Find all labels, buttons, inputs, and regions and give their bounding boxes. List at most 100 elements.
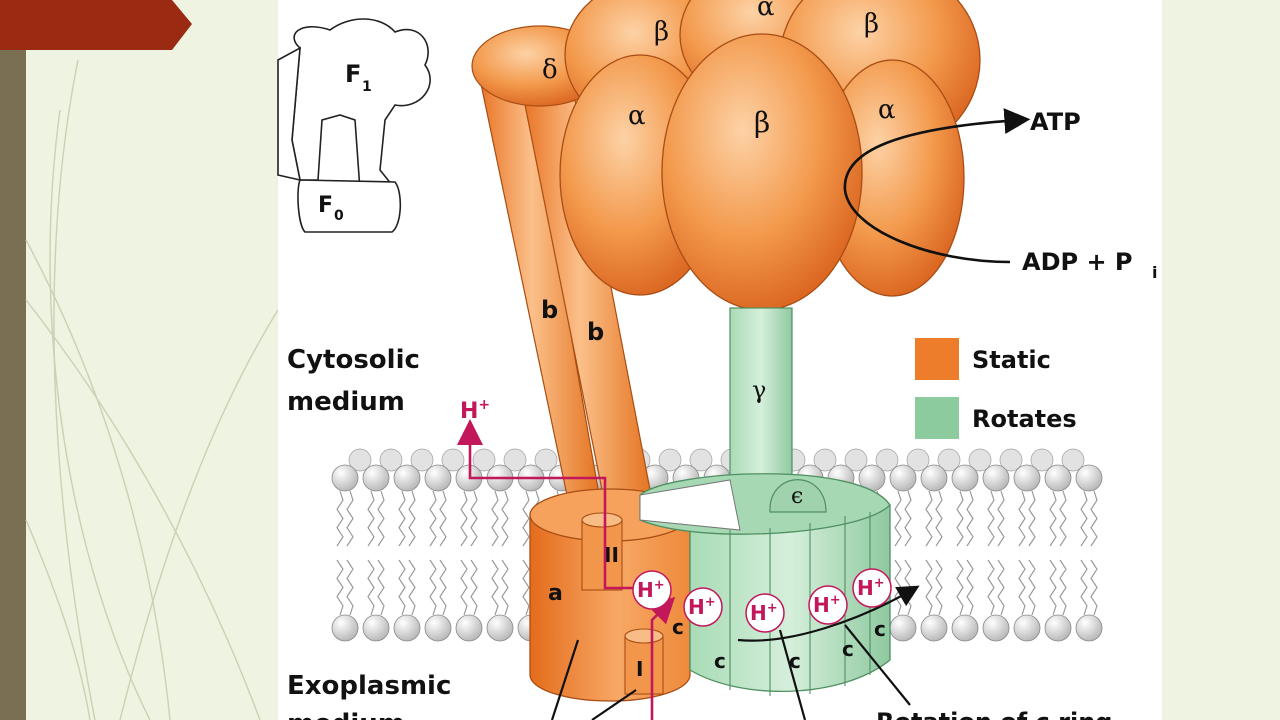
lipid-tail xyxy=(346,559,354,616)
inset-f1-f0-outline xyxy=(277,18,431,233)
h-label-5: H+ xyxy=(857,576,885,600)
lipid-head-back xyxy=(534,448,558,472)
lipid-tail xyxy=(925,490,933,547)
h-label-1: H+ xyxy=(637,578,665,602)
atp-label: ATP xyxy=(1030,108,1081,136)
rotation-arrow xyxy=(737,585,920,642)
lipid-head xyxy=(982,614,1010,642)
h-label-2: H+ xyxy=(688,595,716,619)
lipid-tail xyxy=(1018,559,1026,616)
legend-swatch-static xyxy=(915,338,959,380)
lipid-tail xyxy=(439,559,447,616)
lipid-head xyxy=(331,614,359,642)
channel-1-label: I xyxy=(636,657,643,681)
lipid-tail xyxy=(1049,559,1057,616)
lipid-tail xyxy=(956,490,964,547)
c-label-5: c xyxy=(874,617,886,641)
lipid-head xyxy=(1044,614,1072,642)
c-ring xyxy=(639,473,891,696)
f1-label: F xyxy=(345,60,361,88)
delta-label: δ xyxy=(542,55,558,85)
f1-head xyxy=(559,0,981,311)
alpha-label-right: α xyxy=(878,95,896,125)
lipid-tail xyxy=(966,559,974,616)
lipid-tail xyxy=(367,559,375,616)
lipid-head-back xyxy=(906,448,930,472)
lipid-tail xyxy=(997,490,1005,547)
legend-swatch-rotates xyxy=(915,397,959,439)
lipid-tail xyxy=(398,490,406,547)
f1-subscript: 1 xyxy=(362,79,372,95)
lipid-head xyxy=(486,614,514,642)
lipid-tail xyxy=(1028,559,1036,616)
f0-subscript: 0 xyxy=(334,208,344,224)
lipid-tail xyxy=(408,559,416,616)
lipid-head-back xyxy=(968,448,992,472)
lipid-head xyxy=(1075,464,1103,492)
lipid-head xyxy=(889,614,917,642)
beta-label-back-left: β xyxy=(654,17,669,47)
lipid-tail xyxy=(1090,559,1098,616)
lipid-tail xyxy=(439,490,447,547)
c-label-1: c xyxy=(672,615,684,639)
adp-subscript: i xyxy=(1152,263,1157,282)
exoplasmic-label-line2: medium xyxy=(287,709,405,720)
lipid-head-back xyxy=(875,448,899,472)
beta-label-front: β xyxy=(754,106,770,139)
lipid-tail xyxy=(346,490,354,547)
half-channel-2 xyxy=(581,512,623,591)
lipid-tail xyxy=(367,490,375,547)
lipid-tail xyxy=(377,559,385,616)
legend-label-static: Static xyxy=(972,346,1051,374)
lipid-tail xyxy=(894,490,902,547)
lipid-head-back xyxy=(379,448,403,472)
lipid-tail xyxy=(470,490,478,547)
lipid-head-back xyxy=(937,448,961,472)
lipid-head xyxy=(889,464,917,492)
lipid-head xyxy=(982,464,1010,492)
lipid-tail xyxy=(429,559,437,616)
proton-circles xyxy=(632,568,892,633)
adp-label: ADP + P xyxy=(1022,248,1133,276)
lipid-tail xyxy=(501,559,509,616)
a-label: a xyxy=(548,581,563,606)
alpha-label-back: α xyxy=(757,0,775,22)
h-label-3: H+ xyxy=(750,601,778,625)
lipid-tail xyxy=(408,490,416,547)
lipid-head xyxy=(1075,614,1103,642)
lipid-tail xyxy=(1049,490,1057,547)
lipid-tail xyxy=(460,490,468,547)
lipid-head-back xyxy=(999,448,1023,472)
lipid-tail xyxy=(925,559,933,616)
lipid-head-back xyxy=(658,448,682,472)
lipid-head xyxy=(331,464,359,492)
proton-circle-3 xyxy=(745,593,785,633)
lipid-tail xyxy=(935,490,943,547)
h-exit-label: H+ xyxy=(460,397,490,424)
decorative-curves xyxy=(25,59,279,720)
lipid-head-back xyxy=(1061,448,1085,472)
title-tab xyxy=(0,0,192,50)
lipid-tail xyxy=(956,559,964,616)
lipid-tail xyxy=(470,559,478,616)
lipid-tail xyxy=(894,559,902,616)
lipid-head-back xyxy=(1030,448,1054,472)
lipid-head-back xyxy=(441,448,465,472)
lipid-head xyxy=(1013,614,1041,642)
lipid-tail xyxy=(377,490,385,547)
lipid-head xyxy=(951,614,979,642)
lipid-tail xyxy=(336,490,344,547)
lipid-tail xyxy=(1080,490,1088,547)
lipid-head-back xyxy=(348,448,372,472)
cytosolic-label-line2: medium xyxy=(287,387,405,417)
alpha-label-left: α xyxy=(628,101,646,131)
proton-circle-2 xyxy=(683,587,723,627)
b-label-right: b xyxy=(587,318,604,346)
f0-label: F xyxy=(318,193,333,218)
lipid-tail xyxy=(336,559,344,616)
reaction-arrow xyxy=(843,108,1031,264)
lipid-tail xyxy=(491,559,499,616)
lipid-tail xyxy=(935,559,943,616)
left-bar xyxy=(0,0,26,720)
lipid-head-back xyxy=(813,448,837,472)
